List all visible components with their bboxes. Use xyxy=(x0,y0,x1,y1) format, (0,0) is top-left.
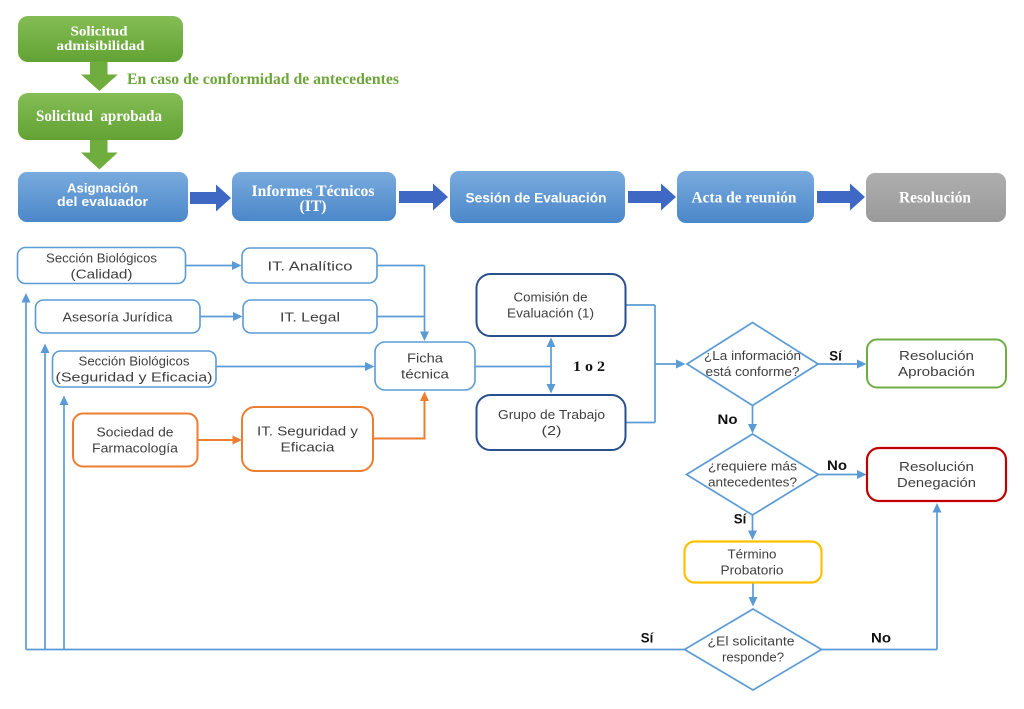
svg-text:No: No xyxy=(827,458,847,473)
svg-text:¿requiere más: ¿requiere más xyxy=(708,459,798,474)
svg-text:Sesión de Evaluación: Sesión de Evaluación xyxy=(466,190,607,206)
svg-text:Aprobación: Aprobación xyxy=(898,364,975,379)
svg-text:Sociedad de: Sociedad de xyxy=(97,425,174,440)
svg-text:Asignación: Asignación xyxy=(67,181,138,196)
svg-text:Asesoría Jurídica: Asesoría Jurídica xyxy=(63,310,174,325)
svg-text:Eficacia: Eficacia xyxy=(281,440,336,455)
svg-text:técnica: técnica xyxy=(401,367,450,382)
svg-text:No: No xyxy=(871,631,891,646)
svg-text:Denegación: Denegación xyxy=(897,475,976,490)
svg-text:1 o 2: 1 o 2 xyxy=(573,359,605,375)
svg-text:(2): (2) xyxy=(542,423,562,438)
svg-text:Probatorio: Probatorio xyxy=(721,563,784,578)
svg-text:(Seguridad y Eficacia): (Seguridad y Eficacia) xyxy=(56,370,213,385)
svg-text:¿La información: ¿La información xyxy=(704,348,801,363)
svg-text:Farmacología: Farmacología xyxy=(92,441,179,456)
svg-text:Término: Término xyxy=(728,547,777,562)
svg-text:Sección Biológicos: Sección Biológicos xyxy=(79,354,190,369)
svg-text:Solicitud: Solicitud xyxy=(71,25,128,40)
svg-text:Comisión de: Comisión de xyxy=(514,290,588,305)
svg-text:del evaluador: del evaluador xyxy=(57,194,148,209)
svg-text:Acta de reunión: Acta de reunión xyxy=(692,190,797,207)
svg-text:(Calidad): (Calidad) xyxy=(71,267,133,282)
svg-text:Sí: Sí xyxy=(641,631,655,646)
svg-text:Sección Biológicos: Sección Biológicos xyxy=(46,251,157,266)
svg-text:responde?: responde? xyxy=(722,650,784,665)
svg-text:Evaluación (1): Evaluación (1) xyxy=(507,306,594,321)
svg-text:Resolución: Resolución xyxy=(899,459,974,474)
svg-text:Ficha: Ficha xyxy=(407,351,444,366)
svg-text:Resolución: Resolución xyxy=(899,190,971,207)
svg-text:IT. Analítico: IT. Analítico xyxy=(268,259,353,274)
svg-text:Solicitud aprobada: Solicitud aprobada xyxy=(36,108,162,125)
svg-text:antecedentes?: antecedentes? xyxy=(708,475,797,490)
svg-text:No: No xyxy=(718,412,738,427)
svg-text:IT. Legal: IT. Legal xyxy=(280,310,340,325)
svg-text:Sí: Sí xyxy=(734,512,748,527)
svg-text:¿El solicitante: ¿El solicitante xyxy=(708,634,795,649)
svg-text:IT. Seguridad y: IT. Seguridad y xyxy=(257,424,359,439)
svg-text:Resolución: Resolución xyxy=(899,348,974,363)
svg-text:Informes Técnicos: Informes Técnicos xyxy=(252,183,375,200)
svg-text:(IT): (IT) xyxy=(300,198,327,215)
svg-text:Sí: Sí xyxy=(829,349,843,364)
svg-text:admisibilidad: admisibilidad xyxy=(57,39,145,54)
svg-text:En caso de conformidad de ante: En caso de conformidad de antecedentes xyxy=(127,71,399,88)
svg-text:Grupo de Trabajo: Grupo de Trabajo xyxy=(498,407,605,422)
svg-text:está conforme?: está conforme? xyxy=(706,364,800,379)
